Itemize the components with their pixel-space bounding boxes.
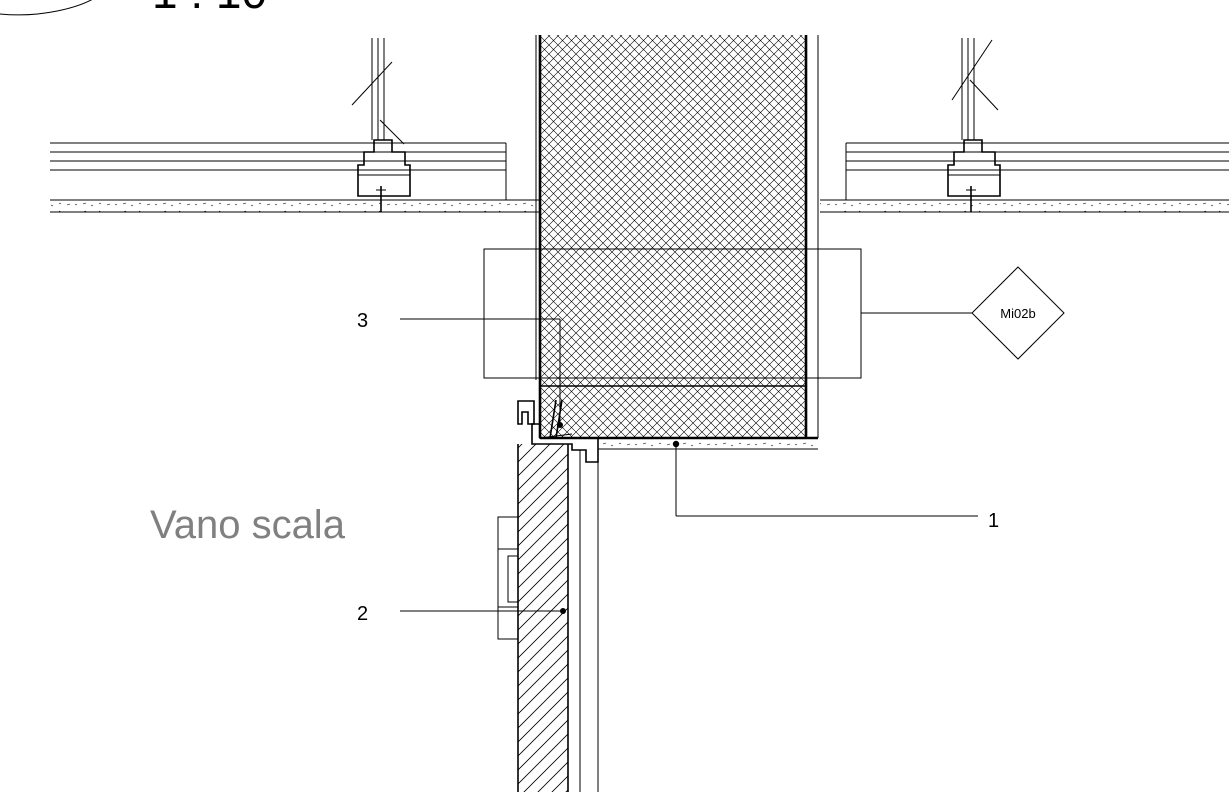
- room-label: Vano scala: [150, 503, 346, 547]
- section-tag-diamond: [971, 266, 1065, 360]
- left-floor: [50, 142, 540, 213]
- masonry-wall: [535, 35, 819, 440]
- right-balustrade: [947, 38, 1001, 212]
- door-handle: [497, 516, 519, 640]
- scale-label: 1 : 10: [152, 0, 267, 18]
- ceiling-plaster: [598, 438, 818, 450]
- svg-text:1: 1: [988, 510, 999, 532]
- callout-3: 3: [357, 310, 563, 428]
- right-floor: [820, 142, 1229, 213]
- left-balustrade: [351, 38, 411, 212]
- scale-circle: [0, 0, 93, 16]
- svg-text:2: 2: [357, 603, 368, 625]
- door-leaf: [517, 444, 599, 792]
- callout-1: 1: [672, 440, 999, 532]
- svg-text:3: 3: [357, 310, 368, 332]
- section-tag: Mi02b: [1000, 306, 1035, 321]
- callout-2: 2: [357, 603, 566, 625]
